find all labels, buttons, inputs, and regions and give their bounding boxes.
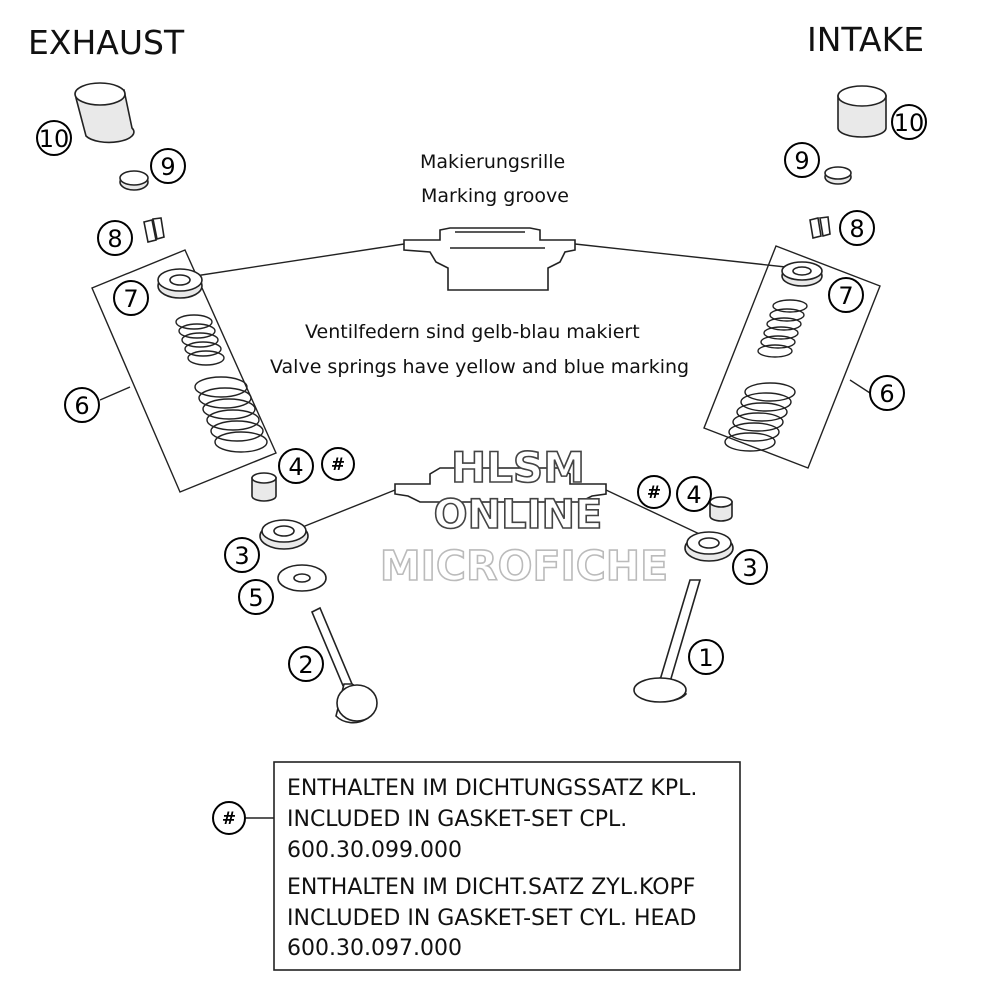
intake-stem-seal-part [709,496,733,522]
callout-in-3: 3 [732,549,768,585]
svg-text:3: 3 [234,542,249,570]
watermark: HLSM ONLINE MICROFICHE [379,442,669,591]
callout-in-9: 9 [784,142,820,178]
legend-hash-symbol: # [222,809,236,829]
svg-text:8: 8 [849,215,864,243]
svg-text:5: 5 [248,584,263,612]
svg-text:#: # [647,483,661,503]
svg-text:3: 3 [742,554,757,582]
exhaust-retainer-part [157,268,203,299]
callout-ex-9: 9 [150,148,186,184]
valve-seal-detail [394,467,607,503]
legend-line-2: INCLUDED IN GASKET-SET CPL. [287,807,627,832]
callout-ex-3: 3 [224,537,260,573]
exhaust-spring-group-box [91,249,277,493]
callout-in-10: 10 [891,104,927,140]
intake-inner-spring-part [757,299,808,358]
callout-in-hash: # [637,475,671,509]
intake-spring-seat-part [684,531,734,562]
svg-text:2: 2 [298,651,313,679]
exhaust-shim-part [119,170,149,191]
svg-text:10: 10 [39,125,70,153]
legend-hash-callout [212,801,246,835]
intake-valve-part [633,579,702,703]
exhaust-valve-part [310,606,378,724]
legend-line-6: 600.30.097.000 [287,936,462,961]
svg-text:1: 1 [698,644,713,672]
exhaust-washer-part [277,564,327,592]
springs-note-en: Valve springs have yellow and blue marki… [270,356,689,378]
legend-box [273,761,741,971]
svg-text:#: # [331,455,345,475]
callout-in-8: 8 [839,210,875,246]
legend-line-1: ENTHALTEN IM DICHTUNGSSATZ KPL. [287,776,697,801]
exhaust-outer-spring-part [194,376,268,453]
legend-line-3: 600.30.099.000 [287,838,462,863]
svg-text:4: 4 [686,481,701,509]
in-6-leader [849,379,871,394]
exhaust-inner-spring-part [175,314,225,366]
svg-text:9: 9 [160,153,175,181]
groove-note-de: Makierungsrille [420,151,565,173]
ex-6-leader [99,386,131,401]
seal-leader-right [605,489,709,539]
intake-outer-spring-part [724,382,796,452]
watermark-line-2: ONLINE [434,492,603,538]
callout-in-4: 4 [676,476,712,512]
watermark-line-1: HLSM [451,443,585,492]
groove-leader-right [574,243,796,269]
callout-ex-4: 4 [278,448,314,484]
svg-text:6: 6 [74,392,89,420]
legend: # ENTHALTEN IM DICHTUNGSSATZ KPL. INCLUD… [212,761,741,971]
callout-ex-7: 7 [113,280,149,316]
svg-text:6: 6 [879,380,894,408]
intake-title: INTAKE [807,20,924,59]
intake-retainer-part [781,261,823,287]
svg-text:4: 4 [288,453,303,481]
callout-ex-hash: # [321,447,355,481]
callout-ex-6: 6 [64,387,100,423]
exhaust-stem-seal-part [251,472,277,502]
svg-text:10: 10 [894,109,925,137]
groove-leader-left [181,243,405,279]
intake-spring-group-box [703,245,881,469]
callout-ex-5: 5 [238,579,274,615]
svg-text:7: 7 [123,285,138,313]
callout-ex-8: 8 [97,220,133,256]
callout-in-6: 6 [869,375,905,411]
svg-text:8: 8 [107,225,122,253]
exhaust-keepers-part [143,217,165,243]
callout-in-7: 7 [828,277,864,313]
callout-in-1: 1 [688,639,724,675]
callout-ex-10: 10 [36,120,72,156]
springs-note-de: Ventilfedern sind gelb-blau makiert [305,321,640,343]
svg-text:7: 7 [838,282,853,310]
exhaust-tappet-part [74,82,135,144]
exhaust-spring-seat-part [259,519,309,550]
seal-leader-left [299,489,396,529]
callout-ex-2: 2 [288,646,324,682]
intake-tappet-part [837,85,887,138]
watermark-line-3: MICROFICHE [380,542,668,590]
intake-keepers-part [809,216,831,239]
exhaust-title: EXHAUST [28,23,185,62]
marking-groove-detail [403,227,576,291]
legend-line-5: INCLUDED IN GASKET-SET CYL. HEAD [287,906,696,931]
legend-line-4: ENTHALTEN IM DICHT.SATZ ZYL.KOPF [287,875,695,900]
groove-note-en: Marking groove [421,185,569,207]
intake-shim-part [824,166,852,185]
svg-text:9: 9 [794,147,809,175]
